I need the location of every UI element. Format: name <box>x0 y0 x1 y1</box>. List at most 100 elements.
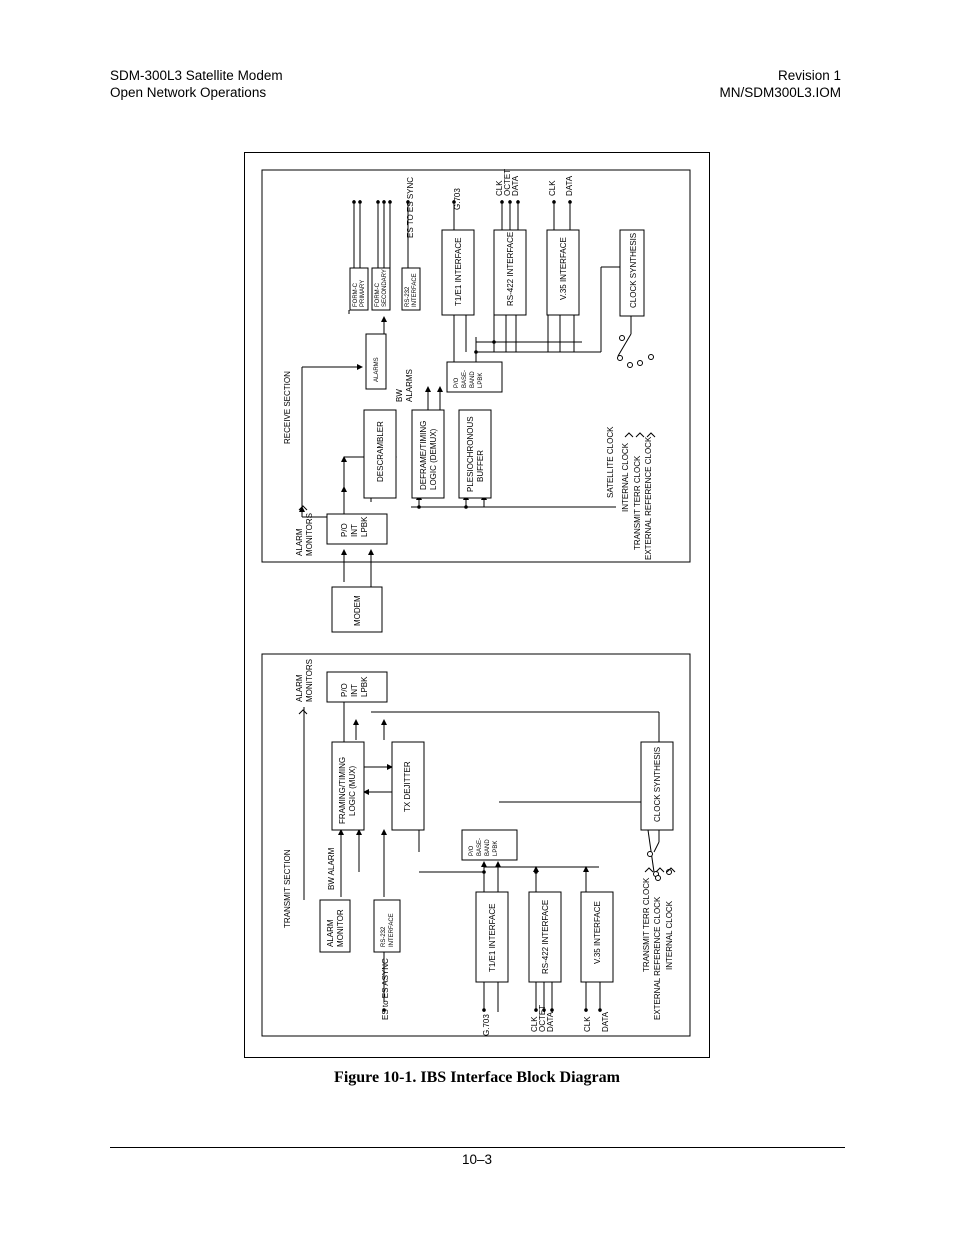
tx-rs232-line2: INTERFACE <box>389 913 395 947</box>
tx-baseband-line3: BAND <box>485 839 491 856</box>
switch-contacts <box>617 335 672 881</box>
ibs-block-diagram: RECEIVE SECTION ALARM MONITORS P/O INT L… <box>244 152 710 1058</box>
rx-external-reference-clock: EXTERNAL REFERENCE CLOCK <box>644 436 653 560</box>
rx-baseband-line1: P/O <box>454 377 460 388</box>
rx-alarms-block <box>365 333 387 390</box>
rx-form-c-secondary-block <box>371 267 391 311</box>
tx-v35-clk-label: CLK <box>583 1016 592 1032</box>
rx-descrambler-block <box>363 409 397 499</box>
rx-alarm-monitors-line1: ALARM <box>295 528 304 556</box>
rx-bw-alarms-line2: ALARMS <box>405 369 414 402</box>
rx-form-c-primary-line2: PRIMARY <box>360 280 366 307</box>
tx-baseband-line4: LPBK <box>493 841 499 856</box>
rx-clk-label: CLK <box>495 180 504 196</box>
rx-clock-synthesis-label: CLOCK SYNTHESIS <box>629 233 638 308</box>
rx-data-label: DATA <box>511 175 520 196</box>
tx-po-int-lpbk-line2: INT <box>350 684 359 697</box>
tx-octet-label: OCTET <box>538 1005 547 1032</box>
tx-baseband-line1: P/O <box>469 845 475 856</box>
tx-alarm-monitor-line1: ALARM <box>326 919 335 947</box>
rx-rs232-block <box>401 267 421 311</box>
rx-t1e1-label: T1/E1 INTERFACE <box>454 238 463 306</box>
document-subtitle: Open Network Operations <box>110 85 267 100</box>
rx-internal-clock: INTERNAL CLOCK <box>621 442 630 512</box>
tx-alarm-monitors-line1: ALARM <box>295 674 304 702</box>
rx-baseband-line3: BAND <box>470 371 476 388</box>
tx-section-title: TRANSMIT SECTION <box>283 849 292 928</box>
rx-satellite-clock: SATELLITE CLOCK <box>606 426 615 498</box>
figure-caption: Figure 10-1. IBS Interface Block Diagram <box>334 1069 620 1086</box>
clock-input-chevrons <box>298 432 676 873</box>
tx-rs422-label: RS-422 INTERFACE <box>541 900 550 974</box>
tx-rs232-line1: RS-232 <box>381 926 387 947</box>
rx-po-int-lpbk-line3: LPBK <box>360 516 369 537</box>
tx-po-int-lpbk-line3: LPBK <box>360 676 369 697</box>
transmit-section-box <box>261 653 691 1037</box>
rx-t1e1-block <box>441 229 475 316</box>
rx-plesiochronous-block <box>458 409 492 499</box>
document-title: SDM-300L3 Satellite Modem <box>110 68 283 83</box>
running-header-left: SDM-300L3 Satellite Modem Open Network O… <box>110 67 283 101</box>
footer-rule <box>110 1147 845 1148</box>
rx-octet-label: OCTET <box>503 169 512 196</box>
rx-baseband-lpbk-block <box>446 361 503 393</box>
tx-rs232-block <box>373 899 401 953</box>
tx-v35-label: V.35 INTERFACE <box>593 901 602 964</box>
rx-plesiochronous-line1: PLESIOCHRONOUS <box>466 416 475 492</box>
diagram-blocks <box>319 229 674 983</box>
rx-po-int-lpbk-line2: INT <box>350 524 359 537</box>
rx-rs232-line2: INTERFACE <box>412 273 418 307</box>
tx-external-reference-clock: EXTERNAL REFERENCE CLOCK <box>653 896 662 1020</box>
tx-alarm-monitors-line2: MONITORS <box>305 659 314 702</box>
receive-labels: RECEIVE SECTION ALARM MONITORS P/O INT L… <box>283 169 653 560</box>
modem-block <box>331 586 383 633</box>
tx-dejitter-label: TX DEJITTER <box>403 761 412 812</box>
rx-descrambler-label: DESCRAMBLER <box>376 421 385 482</box>
tx-dejitter-block <box>391 741 425 831</box>
tx-data-label: DATA <box>546 1011 555 1032</box>
rx-form-c-secondary-line1: FORM-C <box>375 282 381 307</box>
rx-v35-clk-label: CLK <box>548 180 557 196</box>
tx-t1e1-block <box>475 891 509 983</box>
tx-baseband-lpbk-block <box>461 829 518 861</box>
rx-v35-block <box>546 229 580 316</box>
tx-rs422-block <box>528 891 562 983</box>
tx-framing-block <box>331 741 365 831</box>
rx-rs232-line1: RS-232 <box>405 286 411 307</box>
rx-v35-data-label: DATA <box>565 175 574 196</box>
running-header-right: Revision 1 MN/SDM300L3.IOM <box>719 67 841 101</box>
tx-es-to-es-async: ES to ES ASYNC <box>381 958 390 1020</box>
rx-alarm-monitors-line2: MONITORS <box>305 513 314 556</box>
rx-po-int-lpbk-line1: P/O <box>340 523 349 537</box>
junction-dots <box>352 200 602 1012</box>
tx-v35-data-label: DATA <box>601 1011 610 1032</box>
tx-po-int-lpbk-block <box>326 671 388 703</box>
rx-g703-label: G.703 <box>453 188 462 210</box>
rx-deframe-block <box>411 409 445 499</box>
tx-clock-synthesis-label: CLOCK SYNTHESIS <box>653 747 662 822</box>
tx-clk-label: CLK <box>530 1016 539 1032</box>
tx-bw-alarm-label: BW ALARM <box>327 847 336 890</box>
tx-clock-synthesis-block <box>640 741 674 831</box>
transmit-labels: TRANSMIT SECTION ALARM MONITORS P/O INT … <box>283 659 674 1036</box>
page-number: 10–3 <box>461 1152 493 1167</box>
rx-v35-label: V.35 INTERFACE <box>559 237 568 300</box>
rx-clock-synthesis-block <box>619 229 645 317</box>
figure-border <box>244 152 710 1058</box>
rx-transmit-terr-clock: TRANSMIT TERR CLOCK <box>633 455 642 550</box>
rx-section-title: RECEIVE SECTION <box>283 371 292 444</box>
rx-bw-alarms-line1: BW <box>395 389 404 402</box>
tx-baseband-line2: BASE- <box>477 838 483 856</box>
tx-alarm-monitor-line2: MONITOR <box>336 909 345 947</box>
rx-form-c-primary-line1: FORM-C <box>353 282 359 307</box>
revision-label: Revision 1 <box>777 68 841 83</box>
rx-baseband-line4: LPBK <box>478 373 484 388</box>
rx-form-c-secondary-line2: SECONDARY <box>382 269 388 307</box>
tx-v35-block <box>580 891 614 983</box>
rx-deframe-line1: DEFRAME/TIMING <box>419 421 428 490</box>
tx-g703-label: G.703 <box>482 1014 491 1036</box>
rx-baseband-line2: BASE- <box>462 370 468 388</box>
receive-section-box <box>261 169 691 563</box>
tx-t1e1-label: T1/E1 INTERFACE <box>488 904 497 972</box>
modem-label: MODEM <box>353 595 362 626</box>
